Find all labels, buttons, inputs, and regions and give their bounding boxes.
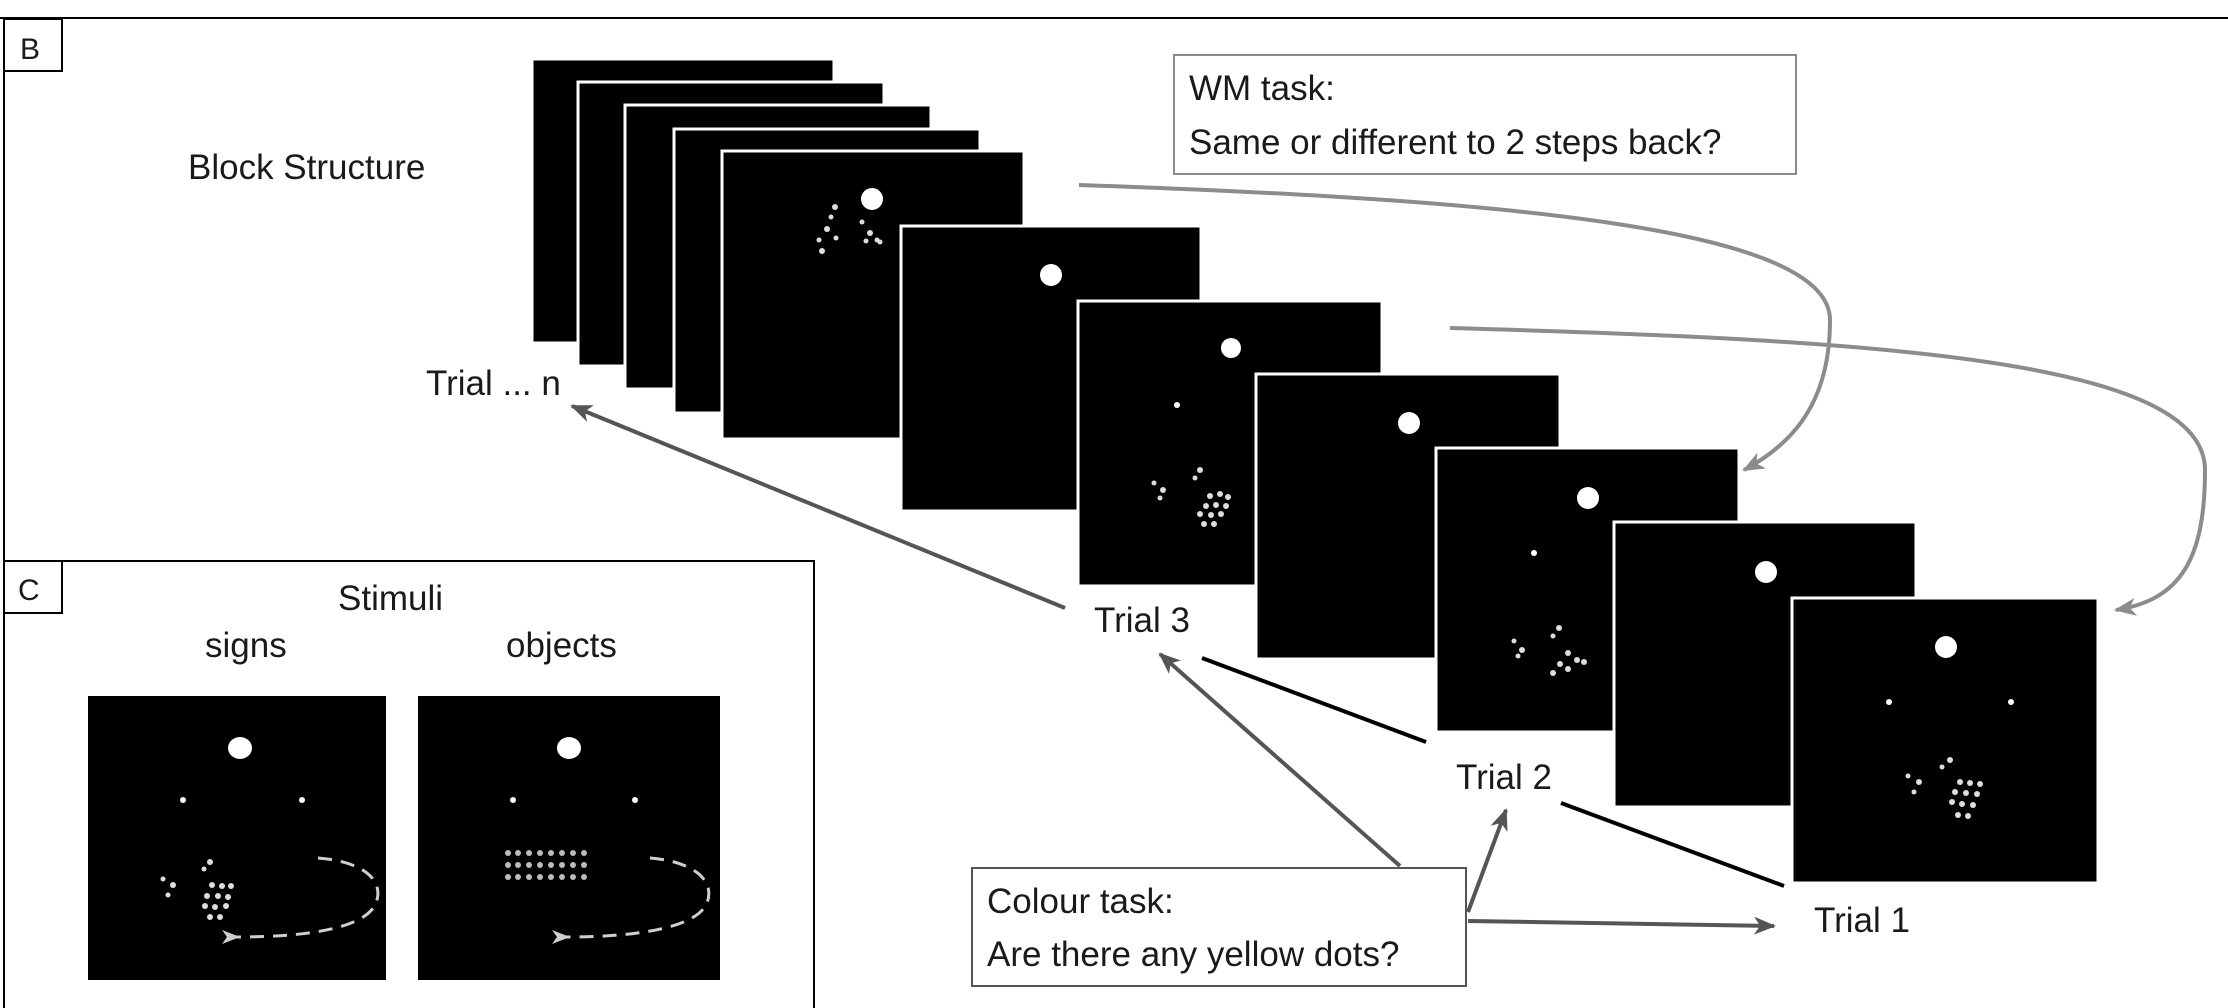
colour-arrow-to-trial-1 xyxy=(1467,916,1776,935)
dot-grid xyxy=(505,850,587,880)
fixation-dot xyxy=(1755,561,1777,583)
panel-b-letter-box xyxy=(3,18,63,72)
stack-screen-trial-1 xyxy=(1790,596,2100,885)
fixation-dot xyxy=(861,188,883,210)
dot-cluster xyxy=(816,204,883,254)
wm-task-title: WM task: xyxy=(1189,69,1335,108)
colour-arrow-to-trial-3 xyxy=(1158,652,1402,868)
trial-3-label: Trial 3 xyxy=(1094,601,1190,640)
dot-cluster xyxy=(160,859,234,920)
fixation-dot xyxy=(1221,338,1241,358)
colour-arrow-to-trial-2 xyxy=(1466,808,1508,913)
wm-arrow-to-trial-2 xyxy=(1078,183,1833,472)
trial-2-label: Trial 2 xyxy=(1456,758,1552,797)
dot-cluster xyxy=(1511,625,1587,676)
fixation-dot xyxy=(1577,487,1599,509)
trial-stack xyxy=(530,57,2100,885)
stimuli-title: Stimuli xyxy=(338,579,443,618)
fixation-dot xyxy=(228,737,252,759)
objects-label: objects xyxy=(506,626,617,665)
panel-c-letter-box xyxy=(3,560,63,614)
wm-task-question: Same or different to 2 steps back? xyxy=(1189,123,1721,162)
wm-task-box: WM task: Same or different to 2 steps ba… xyxy=(1173,54,1797,175)
colour-task-title: Colour task: xyxy=(987,882,1174,921)
dot-cluster xyxy=(1905,757,1983,819)
trial-link-3-2 xyxy=(1201,656,1427,744)
panel-c-letter: C xyxy=(18,574,40,607)
fixation-dot xyxy=(1398,412,1420,434)
colour-task-box: Colour task: Are there any yellow dots? xyxy=(971,867,1467,987)
signs-stimulus xyxy=(88,696,386,980)
panel-b-letter: B xyxy=(20,33,40,66)
trial-n-label: Trial ... n xyxy=(426,364,561,403)
trial-link-2-1 xyxy=(1560,801,1785,888)
signs-label: signs xyxy=(205,626,287,665)
trial-sequence-arrow xyxy=(570,404,1066,610)
dot-cluster xyxy=(1151,467,1231,527)
trial-1-label: Trial 1 xyxy=(1814,901,1910,940)
fixation-dot xyxy=(557,737,581,759)
block-structure-label: Block Structure xyxy=(188,148,425,187)
objects-stimulus xyxy=(418,696,720,980)
colour-task-question: Are there any yellow dots? xyxy=(987,935,1399,974)
fixation-dot xyxy=(1040,264,1062,286)
wm-arrow-to-trial-1 xyxy=(1449,326,2208,616)
fixation-dot xyxy=(1935,636,1957,658)
